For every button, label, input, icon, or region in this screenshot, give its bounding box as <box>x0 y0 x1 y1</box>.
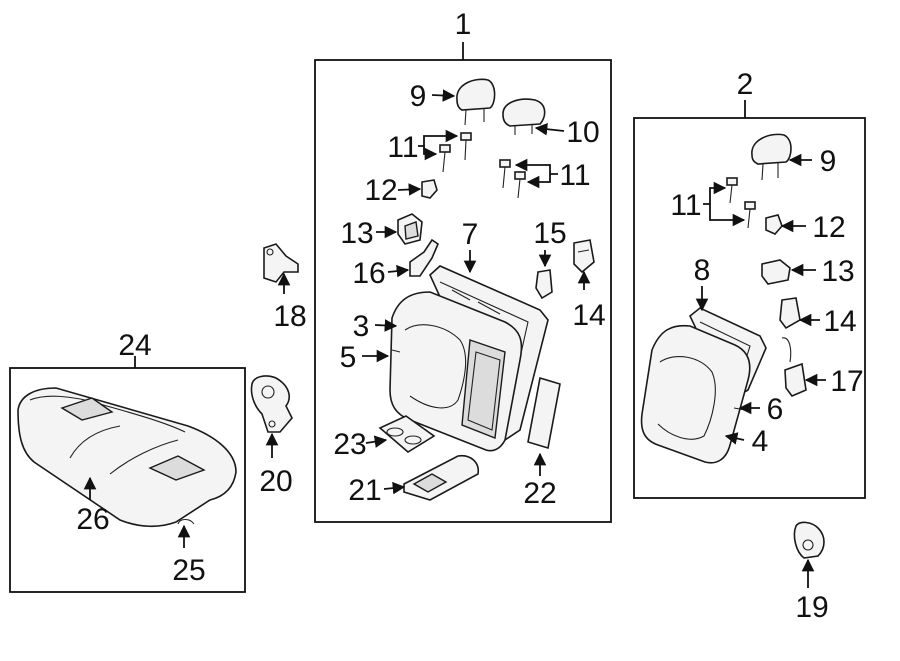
headrest-part-9-left <box>456 78 496 126</box>
panel-part-22 <box>527 376 561 450</box>
bracket-part-13-right <box>761 259 791 285</box>
armrest-part-21 <box>403 454 480 501</box>
callout-12-group1: 12 <box>364 174 397 207</box>
hinge-part-18 <box>263 243 299 283</box>
callout-26: 26 <box>76 503 109 536</box>
group-box-24 <box>9 356 246 593</box>
callout-23: 23 <box>333 428 366 461</box>
callout-labels: 1 2 24 9 10 11 11 12 13 16 7 15 14 3 5 2… <box>76 8 863 624</box>
callout-21: 21 <box>348 474 381 507</box>
callout-9-group1: 9 <box>410 80 427 113</box>
headrest-guides-part-11-group2 <box>726 177 756 229</box>
leader-lines <box>83 89 826 588</box>
callout-8: 8 <box>694 254 711 287</box>
callout-2: 2 <box>737 68 754 101</box>
callout-1: 1 <box>455 8 472 41</box>
group-box-1 <box>314 42 612 523</box>
callout-17: 17 <box>830 365 863 398</box>
callout-14-group2: 14 <box>823 305 856 338</box>
callout-24: 24 <box>118 329 151 362</box>
latch-part-17 <box>781 337 807 397</box>
callout-14-group1: 14 <box>572 299 605 332</box>
callout-11-left: 11 <box>387 131 418 164</box>
bracket-part-13-left <box>397 213 423 245</box>
headrest-guides-part-11-left <box>439 132 472 173</box>
seatback-part-3 <box>389 291 523 452</box>
callout-13-group1: 13 <box>340 217 373 250</box>
callout-13-group2: 13 <box>821 255 854 288</box>
callout-16: 16 <box>352 257 385 290</box>
callout-19: 19 <box>795 591 828 624</box>
bracket-part-20 <box>250 375 293 433</box>
callout-7: 7 <box>462 218 479 251</box>
callout-11-group2: 11 <box>670 189 701 222</box>
callout-25: 25 <box>172 554 205 587</box>
clip-part-12-left <box>421 179 438 199</box>
cover-part-14-left <box>573 239 595 274</box>
callout-18: 18 <box>273 300 306 333</box>
group-box-2 <box>633 100 866 499</box>
cup-holder-part-23 <box>378 415 436 453</box>
callout-3: 3 <box>353 310 370 343</box>
bracket-part-19 <box>793 521 825 559</box>
seat-cushion-part-26 <box>17 387 237 528</box>
headrest-part-9-right <box>751 133 792 181</box>
callout-20: 20 <box>259 465 292 498</box>
callout-12-group2: 12 <box>812 211 845 244</box>
latch-part-16 <box>409 238 439 277</box>
callout-11-right: 11 <box>559 159 590 192</box>
cover-part-14-right <box>779 297 801 330</box>
callout-4: 4 <box>752 425 769 458</box>
seatback-part-4 <box>640 324 751 464</box>
latch-part-15 <box>535 269 553 300</box>
headrest-part-10 <box>502 98 546 135</box>
clip-part-12-right <box>765 214 783 235</box>
callout-22: 22 <box>523 477 556 510</box>
headrest-guides-part-11-right <box>499 159 526 199</box>
cushion-hook-part-25 <box>177 518 195 525</box>
callout-6: 6 <box>767 393 784 426</box>
callout-5: 5 <box>340 341 357 374</box>
callout-9-group2: 9 <box>820 145 837 178</box>
callout-10: 10 <box>566 116 599 149</box>
callout-15: 15 <box>533 217 566 250</box>
